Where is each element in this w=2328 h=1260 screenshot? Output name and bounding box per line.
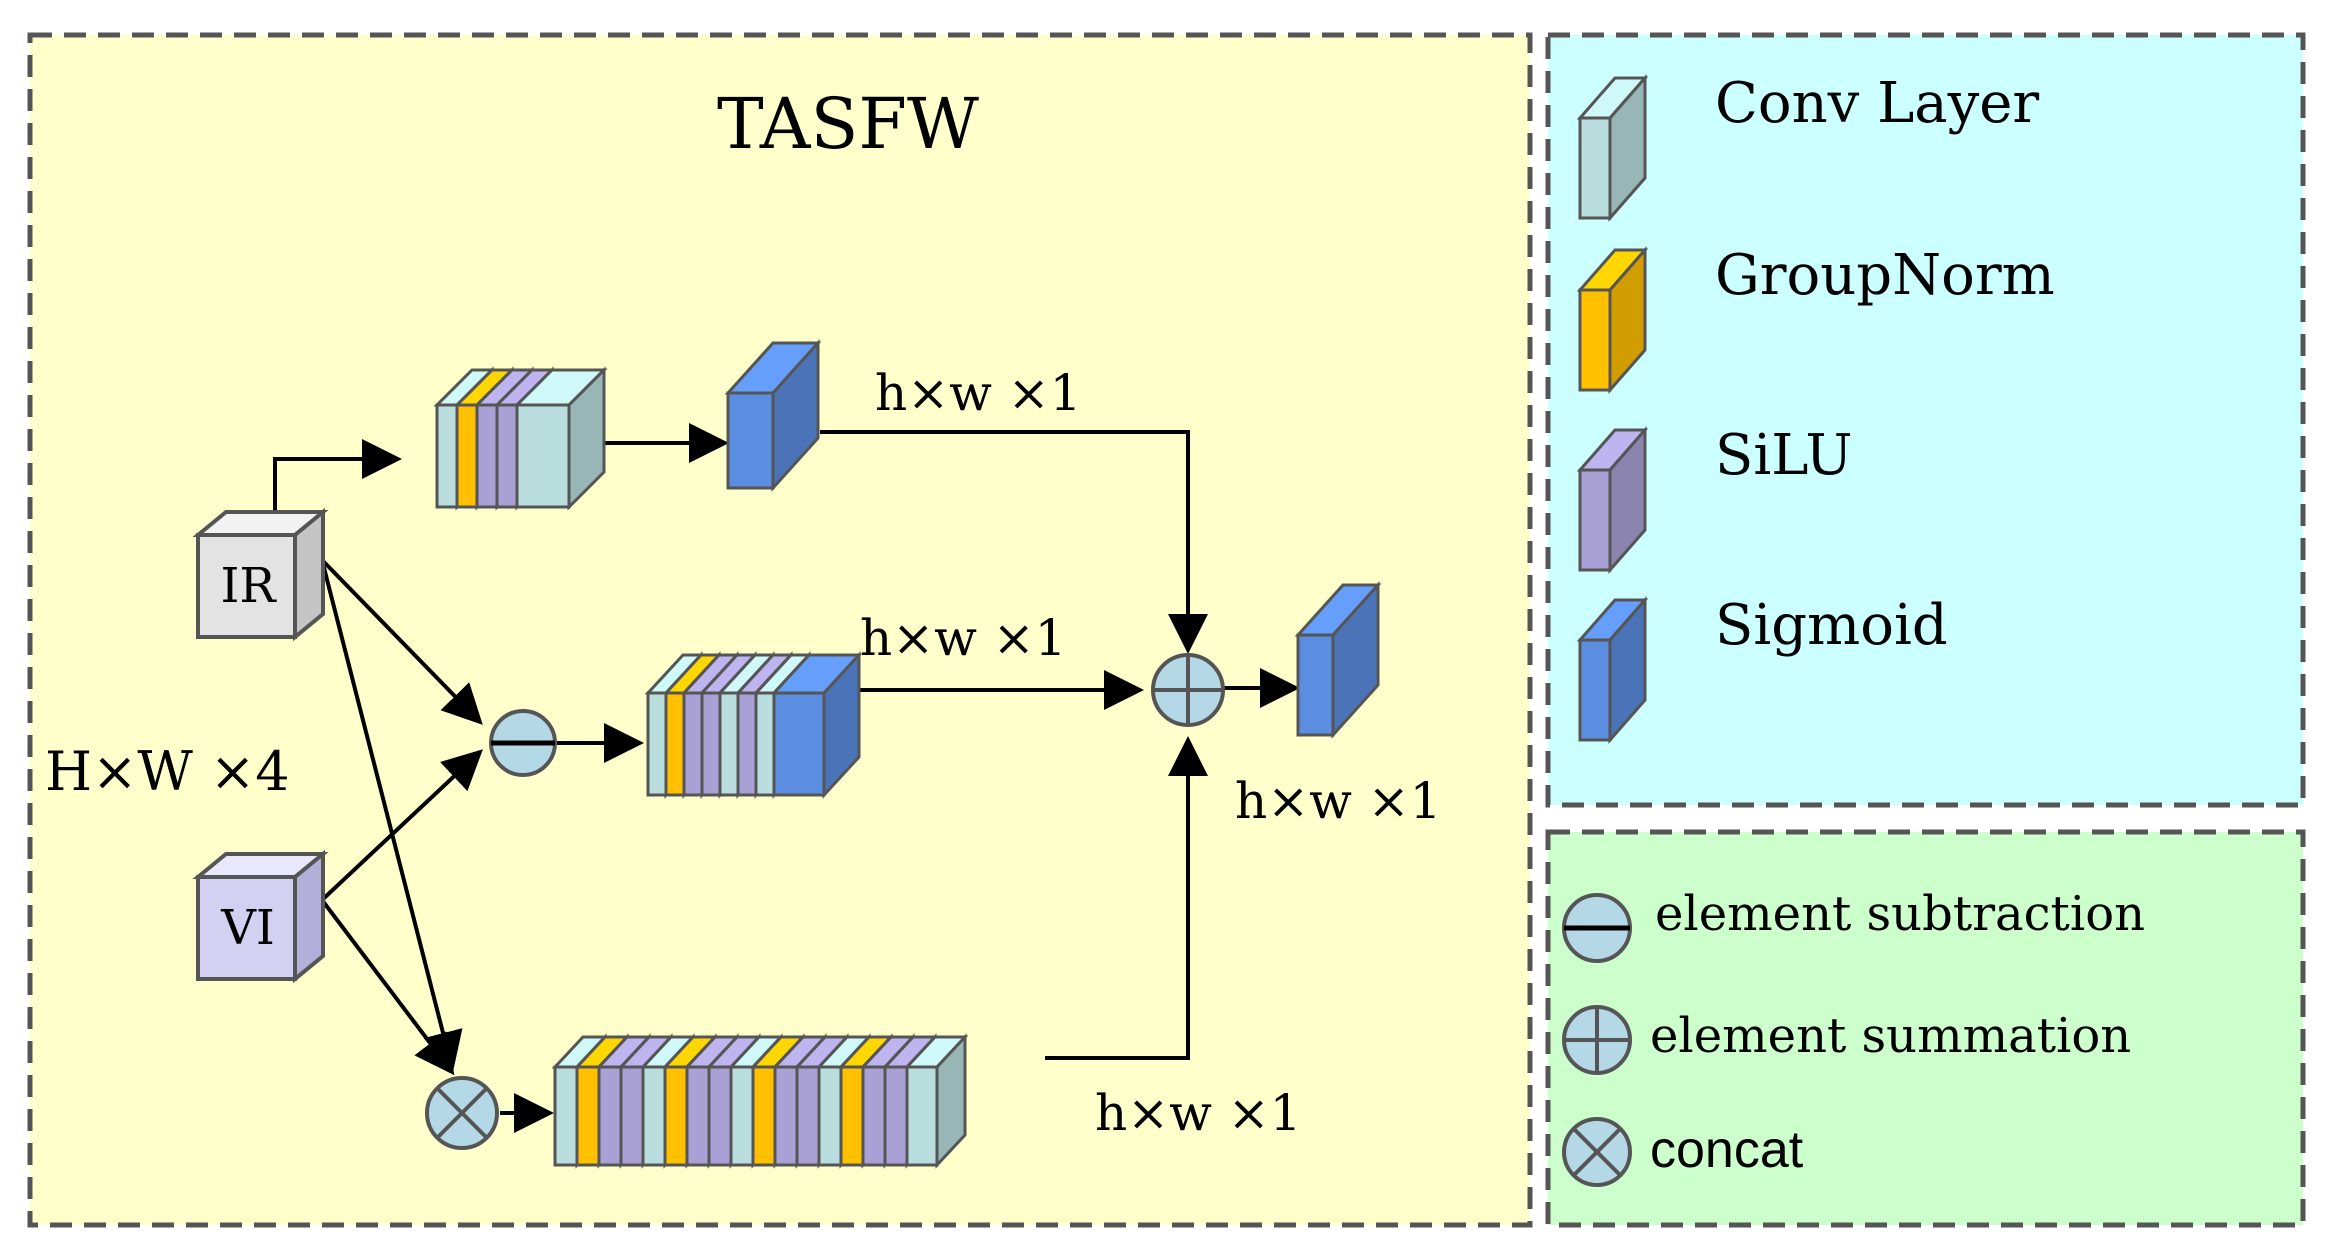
bottom-layer-stack: [551, 1033, 969, 1169]
ir-to-top-stack-arrow: [273, 439, 402, 512]
summation-icon: [1151, 653, 1225, 727]
vi-label: VI: [220, 900, 275, 956]
ir-to-concat-arrow: [320, 559, 463, 1072]
ir-to-sub-arrow: [320, 558, 483, 725]
vi-cube: VI: [192, 849, 329, 984]
op-legend-panel: [1545, 829, 2306, 1228]
groupnorm-block: [1576, 246, 1649, 394]
sigmoid-block: [724, 339, 822, 492]
bottom-size-label: h×w ×1: [1095, 1084, 1302, 1142]
input-size-label: H×W ×4: [45, 740, 290, 803]
output-size-label: h×w ×1: [1235, 772, 1442, 830]
bottom-stack-to-sum-arrow: [1045, 736, 1208, 1060]
conv-layer-block: [903, 1033, 969, 1169]
legend-conv-layer-label: Conv Layer: [1715, 71, 2039, 136]
subtraction-icon: [489, 709, 557, 777]
connections: [273, 423, 1300, 1133]
legend-concat-icon: [1562, 1117, 1632, 1187]
legend-summation-label: element summation: [1650, 1008, 2131, 1064]
top-layer-stack: [433, 366, 608, 511]
middle-layer-stack: [644, 651, 863, 799]
sigmoid-block: [1294, 581, 1382, 739]
vi-to-concat-arrow: [320, 898, 455, 1076]
legend-subtraction-icon: [1562, 893, 1632, 963]
ir-label: IR: [220, 558, 277, 614]
silu-block: [1576, 426, 1649, 574]
legend-concat-label: concat: [1650, 1121, 1804, 1179]
diagram-title: TASFW: [717, 83, 979, 165]
legend-sigmoid-label: Sigmoid: [1715, 593, 1948, 658]
legend-summation-icon: [1562, 1005, 1632, 1075]
conv-layer-block: [1576, 74, 1649, 222]
ir-cube: IR: [192, 507, 329, 642]
top-sigmoid-block: [724, 339, 822, 492]
top-sigmoid-to-sum-arrow: [820, 430, 1208, 654]
conv-layer-block: [513, 366, 608, 511]
sigmoid-block: [770, 651, 863, 799]
sigmoid-block: [1576, 596, 1649, 744]
output-sigmoid-block: [1294, 581, 1382, 739]
layer-legend-panel: [1545, 32, 2306, 808]
op-legend: element subtraction element summation co…: [1562, 886, 2145, 1187]
legend-silu-label: SiLU: [1715, 423, 1853, 488]
legend-groupnorm-label: GroupNorm: [1715, 243, 2055, 308]
legend-subtraction-label: element subtraction: [1655, 886, 2145, 942]
top-size-label: h×w ×1: [875, 364, 1082, 422]
concat-icon: [425, 1076, 499, 1150]
middle-size-label: h×w ×1: [860, 609, 1067, 667]
vi-to-sub-arrow: [320, 749, 483, 902]
